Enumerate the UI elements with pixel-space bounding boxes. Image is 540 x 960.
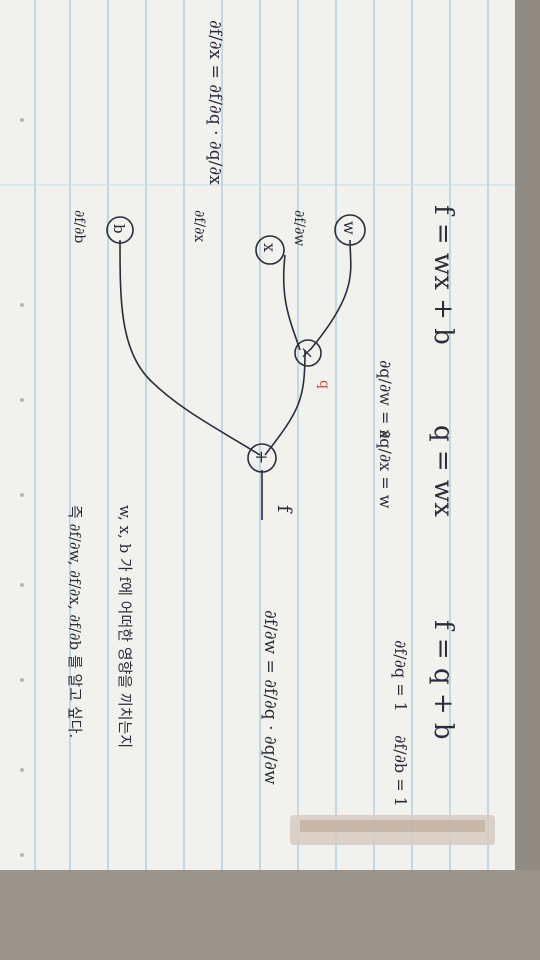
node-w-label: w [340, 221, 359, 235]
red-q-mark: q [316, 380, 332, 389]
grad-x: ∂f/∂x [191, 210, 207, 242]
eq-df-db: ∂f/∂b = 1 [391, 735, 410, 807]
node-add-label: + [251, 450, 271, 464]
eq-q-def: q = wx [428, 425, 458, 517]
computation-graph [119, 239, 352, 520]
note-line-1: w, x, b 가 f에 어떠한 영향을 끼치는지 [116, 505, 134, 748]
node-b: b [106, 216, 134, 244]
eq-df-dq: ∂f/∂q = 1 [391, 640, 410, 712]
output-label: f [273, 505, 297, 514]
node-x: x [255, 235, 285, 265]
eq-chain-x: ∂f/∂x = ∂f/∂q · ∂q/∂x [205, 20, 225, 185]
handwriting-layer: f = wx + b q = wx f = q + b ∂q/∂w = x ∂q… [66, 20, 458, 807]
grad-w: ∂f/∂w [291, 210, 307, 246]
edge-w-mul [309, 239, 352, 351]
edge-x-mul [282, 254, 301, 351]
edge-mul-add [264, 349, 306, 456]
node-x-label: x [260, 243, 279, 252]
page-shadow [515, 0, 540, 960]
ruled-lines [34, 0, 489, 870]
notebook-page [0, 0, 515, 870]
node-add: + [247, 443, 277, 473]
eq-f-q: f = q + b [428, 620, 458, 740]
desk-edge [0, 870, 540, 960]
eq-dq-dw: ∂q/∂w = x [376, 360, 395, 438]
eq-chain-w: ∂f/∂w = ∂f/∂q · ∂q/∂w [260, 610, 280, 785]
eq-dq-dx: ∂q/∂x = w [376, 430, 395, 509]
note-line-2: 즉 ∂f/∂w, ∂f/∂x, ∂f/∂b 를 알고 싶다. [66, 505, 84, 738]
edge-b-add [119, 239, 261, 456]
node-w: w [334, 214, 366, 246]
eq-f-def: f = wx + b [428, 205, 458, 345]
node-multiply-label: × [298, 346, 317, 359]
dot-row [20, 118, 24, 857]
node-multiply: × [294, 339, 322, 367]
grad-b: ∂f/∂b [71, 210, 87, 243]
node-b-label: b [110, 224, 128, 234]
clip-band [300, 820, 485, 832]
